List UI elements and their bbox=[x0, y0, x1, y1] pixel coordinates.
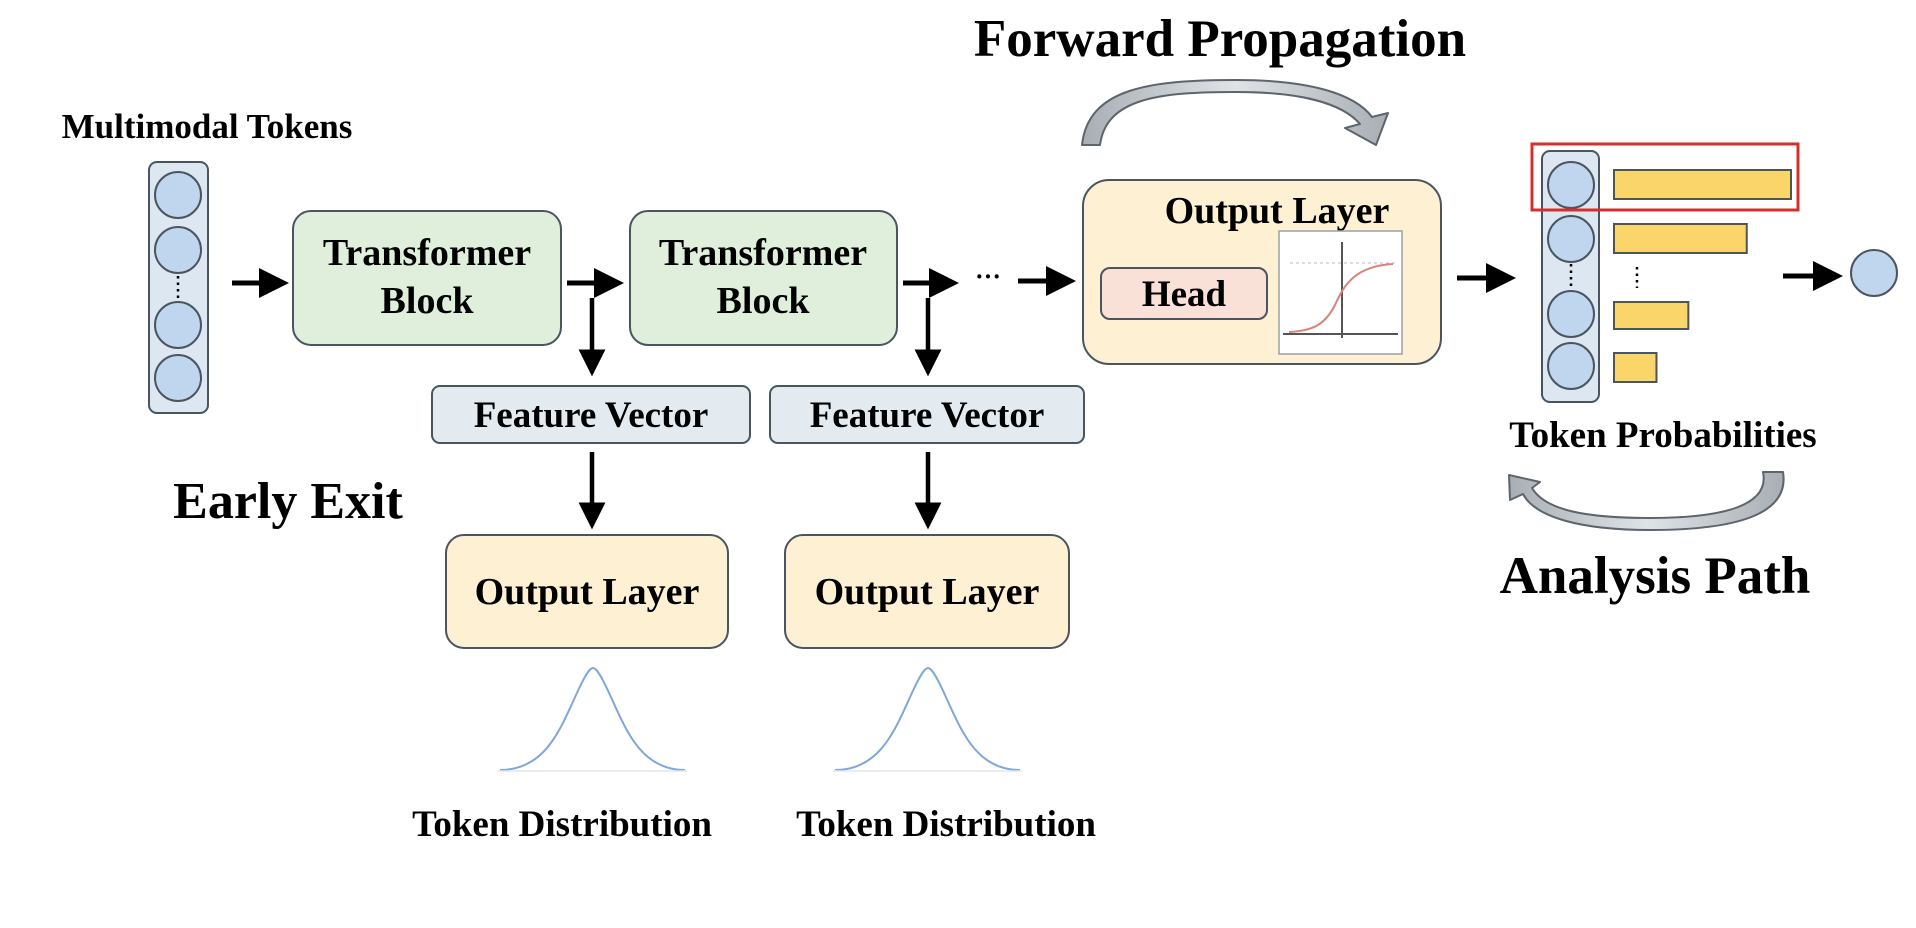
probability-bar bbox=[1613, 223, 1748, 254]
final-output-layer: Output Layer Head bbox=[1082, 179, 1442, 365]
multimodal-tokens-label: Multimodal Tokens bbox=[62, 107, 353, 146]
top-token-highlight bbox=[1530, 142, 1800, 212]
probability-token-column bbox=[1541, 150, 1600, 403]
head-label: Head bbox=[1142, 274, 1227, 315]
analysis-path-arrow bbox=[1508, 471, 1785, 531]
probability-bar bbox=[1613, 352, 1658, 383]
final-output-layer-label: Output Layer bbox=[1165, 190, 1390, 232]
transformer-block-1-line2: Block bbox=[381, 280, 475, 322]
transformer-block-1-line1: Transformer bbox=[323, 232, 531, 274]
early-output-layer-1-label: Output Layer bbox=[475, 571, 700, 613]
input-token-column bbox=[148, 161, 209, 414]
input-token bbox=[154, 226, 202, 274]
probability-token bbox=[1547, 161, 1595, 209]
probability-bar bbox=[1613, 301, 1690, 330]
feature-vector-1-label: Feature Vector bbox=[474, 395, 709, 436]
selected-token bbox=[1850, 249, 1898, 297]
forward-propagation-arrow bbox=[1081, 79, 1389, 146]
probability-token bbox=[1547, 290, 1595, 338]
input-token bbox=[154, 171, 202, 219]
transformer-block-2-line2: Block bbox=[717, 280, 811, 322]
probability-bars bbox=[1613, 169, 1792, 383]
probability-bar bbox=[1613, 169, 1792, 200]
transformer-block-1: Transformer Block bbox=[292, 210, 562, 346]
probability-token bbox=[1547, 342, 1595, 390]
forward-propagation-title: Forward Propagation bbox=[974, 10, 1466, 68]
analysis-path-title: Analysis Path bbox=[1500, 547, 1811, 605]
gaussian-curve-icon bbox=[833, 666, 1022, 772]
input-token bbox=[154, 354, 202, 402]
feature-vector-2-label: Feature Vector bbox=[810, 395, 1045, 436]
early-output-layer-2: Output Layer bbox=[784, 534, 1070, 649]
early-exit-label: Early Exit bbox=[173, 473, 403, 530]
sigmoid-curve-icon bbox=[1278, 230, 1403, 355]
transformer-block-2: Transformer Block bbox=[629, 210, 898, 346]
input-token bbox=[154, 301, 202, 349]
token-distribution-label-1: Token Distribution bbox=[412, 804, 712, 845]
feature-vector-1: Feature Vector bbox=[431, 385, 751, 444]
early-output-layer-1: Output Layer bbox=[445, 534, 729, 649]
gaussian-curve-icon bbox=[498, 666, 687, 772]
probability-token bbox=[1547, 215, 1595, 263]
feature-vector-2: Feature Vector bbox=[769, 385, 1085, 444]
head-box: Head bbox=[1100, 267, 1268, 320]
token-probabilities-label: Token Probabilities bbox=[1509, 415, 1816, 456]
ellipsis-dots: ··· bbox=[975, 262, 1001, 291]
early-output-layer-2-label: Output Layer bbox=[815, 571, 1040, 613]
transformer-block-2-line1: Transformer bbox=[659, 232, 867, 274]
token-distribution-label-2: Token Distribution bbox=[796, 804, 1096, 845]
